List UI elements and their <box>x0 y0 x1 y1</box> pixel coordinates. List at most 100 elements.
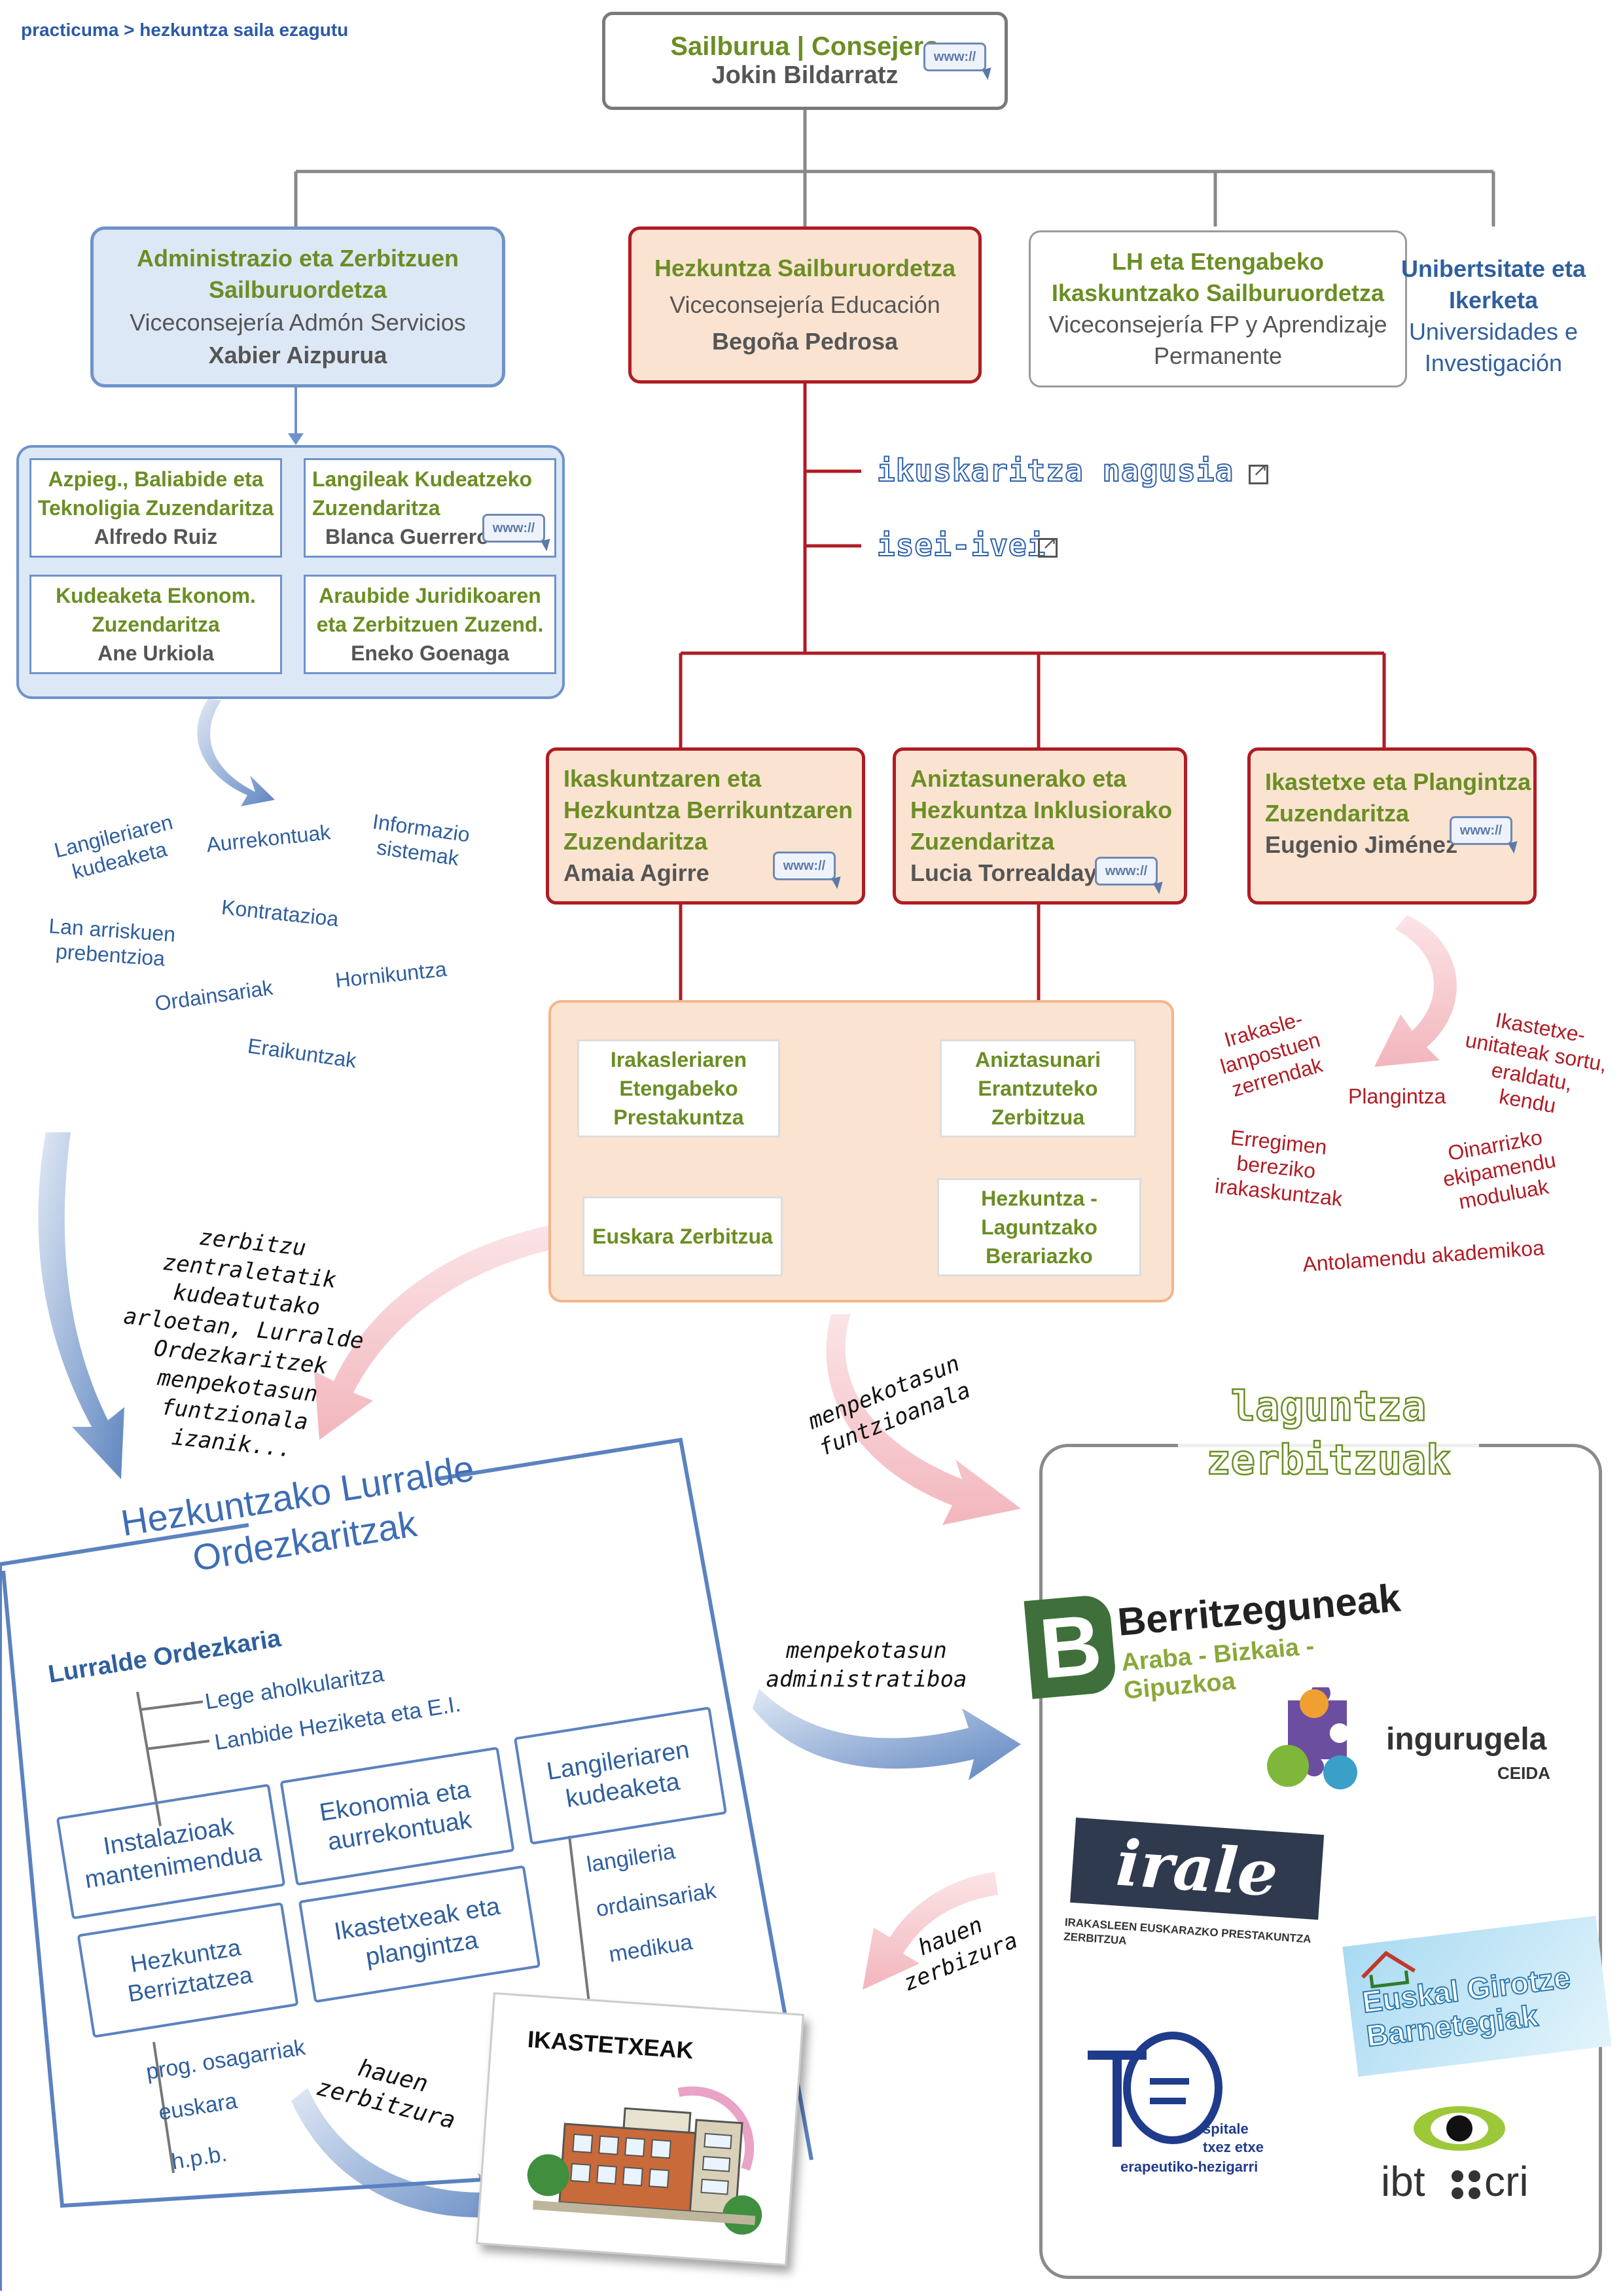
web-link-icon[interactable]: www:// <box>923 43 986 71</box>
lh-es-1: Viceconsejería FP y Aprendizaje <box>1048 311 1387 338</box>
irale-wordmark: irale <box>1070 1818 1325 1920</box>
irale-logo[interactable]: irale IRAKASLEEN EUSKARAZKO PRESTAKUNTZA… <box>1060 1817 1330 1979</box>
lh-title-2: Ikaskuntzako Sailburuordetza <box>1051 279 1385 306</box>
external-link-icon[interactable] <box>1249 459 1268 484</box>
service-4-line2: Laguntzako <box>981 1215 1097 1239</box>
edu-dir-1-name: Amaia Agirre <box>563 859 709 886</box>
web-link-icon[interactable]: www:// <box>1095 857 1158 886</box>
consejero-name: Jokin Bildarratz <box>711 62 899 89</box>
edu-dir-plangintza[interactable]: Ikastetxe eta Plangintza Zuzendaritza Eu… <box>1247 747 1537 905</box>
service-aniztasuna[interactable]: Aniztasunari Erantzuteko Zerbitzua <box>940 1039 1136 1138</box>
edu-dir-3-line1: Ikastetxe eta Plangintza <box>1265 768 1531 795</box>
service-3-label: Euskara Zerbitzua <box>592 1225 773 1248</box>
admin-dir-4-name: Eneko Goenaga <box>351 641 509 665</box>
uni-es-2: Investigación <box>1424 350 1563 376</box>
ingurugela-ceida: CEIDA <box>1497 1763 1550 1783</box>
plan-plangintza: Plangintza <box>1348 1085 1446 1108</box>
hez-name: Begoña Pedrosa <box>711 328 899 355</box>
note-zerbitzu-zentraletatik: zerbitzu zentraletatik kudeatutako arloe… <box>107 1215 378 1471</box>
edu-dir-1-line2: Hezkuntza Berrikuntzaren <box>563 797 853 823</box>
ote-logo[interactable]: spitale txez etxe erapeutiko-hezigarri <box>1081 2029 1284 2193</box>
euskal-girotze-logo[interactable]: Euskal Girotze Barnetegiak <box>1342 1915 1612 2077</box>
laguntza-title-1: laguntza <box>1230 1382 1427 1431</box>
lurralde-tree <box>136 1691 590 2174</box>
lurralde-box-label: Hezkuntza Berriztatzea <box>126 1933 255 2007</box>
service-hezkuntza-laguntzako[interactable]: Hezkuntza - Laguntzako Berariazko <box>937 1178 1141 1276</box>
admin-dir-3[interactable]: Kudeaketa Ekonom. Zuzendaritza Ane Urkio… <box>29 575 282 674</box>
breadcrumb[interactable]: practicuma > hezkuntza saila ezagutu <box>21 20 349 40</box>
admin-dir-3-name: Ane Urkiola <box>98 641 214 665</box>
admin-dir-2[interactable]: Langileak Kudeatzeko Zuzendaritza Blanca… <box>304 458 556 558</box>
edu-dir-2-line3: Zuzendaritza <box>910 828 1055 855</box>
admin-title-2: Sailburuordetza <box>208 276 387 303</box>
lh-title-1: LH eta Etengabeko <box>1111 248 1325 275</box>
top-connectors <box>294 110 1495 226</box>
admin-dir-4-line1: Araubide Juridikoaren <box>319 584 541 607</box>
service-2-line3: Zerbitzua <box>991 1105 1085 1129</box>
note-administratiboa: menpekotasun administratiboa <box>762 1636 971 1694</box>
uni-es-1: Universidades e <box>1408 318 1578 345</box>
web-link-icon[interactable]: www:// <box>773 852 836 880</box>
service-4-line1: Hezkuntza - <box>981 1187 1097 1210</box>
edu-dir-aniztasuna[interactable]: Aniztasunerako eta Hezkuntza Inklusiorak… <box>893 747 1187 905</box>
service-1-line1: Irakasleriaren <box>610 1048 747 1071</box>
eye-icon <box>1414 2106 1505 2151</box>
lurralde-frame <box>0 1437 813 2161</box>
admin-arrowhead <box>288 433 304 445</box>
admin-dir-4[interactable]: Araubide Juridikoaren eta Zerbitzuen Zuz… <box>304 575 556 674</box>
curve-arrow-hauen-zerbitzura <box>291 2088 524 2238</box>
service-euskara[interactable]: Euskara Zerbitzua <box>582 1196 783 1276</box>
uni-viceconsejeria[interactable]: Unibertsitate eta Ikerketa Universidades… <box>1401 247 1586 385</box>
ibt-dots-icon <box>1452 2170 1480 2199</box>
isei-link[interactable]: isei-ivei <box>876 527 1046 564</box>
lurralde-frame-left <box>0 1564 485 2291</box>
web-link-icon[interactable]: www:// <box>1450 816 1512 845</box>
admin-dir-2-line2: Zuzendaritza <box>312 496 440 520</box>
ote-emblem-icon <box>1088 2032 1222 2147</box>
lh-viceconsejeria-box[interactable]: LH eta Etengabeko Ikaskuntzako Sailburuo… <box>1029 230 1407 387</box>
note-line: administratiboa <box>766 1666 967 1693</box>
admin-dir-3-line2: Zuzendaritza <box>92 613 220 636</box>
edu-dir-ikaskuntza[interactable]: Ikaskuntzaren eta Hezkuntza Berrikuntzar… <box>546 747 865 905</box>
external-link-icon[interactable] <box>1038 532 1058 558</box>
ibt-cri-logo[interactable]: ibt cri <box>1374 2102 1544 2214</box>
hezkuntza-viceconsejeria-box[interactable]: Hezkuntza Sailburuordetza Viceconsejería… <box>628 226 982 384</box>
consejero-box[interactable]: Sailburua | Consejero Jokin Bildarratz w… <box>602 12 1008 110</box>
ikuskaritza-link[interactable]: ikuskaritza nagusia <box>876 452 1234 489</box>
hez-title: Hezkuntza Sailburuordetza <box>654 255 956 281</box>
curve-arrow-pink-plan <box>1374 915 1457 1067</box>
ote-line3: erapeutiko-hezigarri <box>1120 2159 1258 2175</box>
plan-erregimen: Erregimen bereziko irakaskuntzak <box>1213 1125 1344 1211</box>
admin-dir-2-line1: Langileak Kudeatzeko <box>312 467 533 491</box>
berritzeguneak-b: B <box>1024 1594 1118 1699</box>
admin-dir-2-name: Blanca Guerrero <box>325 525 490 548</box>
ingurugela-logo[interactable]: ingurugela CEIDA <box>1262 1687 1569 1805</box>
admin-dir-1-name: Alfredo Ruiz <box>94 525 218 548</box>
admin-dir-1-line1: Azpieg., Baliabide eta <box>48 467 264 491</box>
admin-dir-4-line2: eta Zerbitzuen Zuzend. <box>316 613 544 636</box>
edu-dir-3-name: Eugenio Jiménez <box>1265 831 1458 858</box>
ibt-text: ibt <box>1381 2158 1425 2205</box>
irale-sub: IRAKASLEEN EUSKARAZKO PRESTAKUNTZA ZERBI… <box>1063 1916 1311 1947</box>
admin-viceconsejeria-box[interactable]: Administrazio eta Zerbitzuen Sailburuord… <box>90 226 505 387</box>
curve-arrow-pink-hauen <box>863 1872 998 1990</box>
admin-dir-1-line2: Teknoligia Zuzendaritza <box>37 496 274 520</box>
ingurugela-name: ingurugela <box>1386 1722 1547 1757</box>
service-1-line3: Prestakuntza <box>613 1105 744 1129</box>
admin-dir-3-line1: Kudeaketa Ekonom. <box>56 584 256 607</box>
edu-dir-2-line2: Hezkuntza Inklusiorako <box>910 797 1173 823</box>
ikastetxeak-card[interactable]: IKASTETXEAK <box>476 1992 804 2267</box>
lurralde-box-label: Ekonomia eta aurrekontuak <box>317 1776 474 1856</box>
service-irakasleria[interactable]: Irakasleriaren Etengabeko Prestakuntza <box>577 1039 780 1138</box>
hez-es: Viceconsejería Educación <box>669 291 940 318</box>
edu-dir-3-line2: Zuzendaritza <box>1265 800 1410 827</box>
uni-title-2: Ikerketa <box>1448 287 1539 314</box>
service-2-line1: Aniztasunari <box>974 1048 1101 1071</box>
admin-es: Viceconsejería Admón Servicios <box>130 309 466 336</box>
admin-name: Xabier Aizpurua <box>208 342 387 368</box>
admin-dir-1[interactable]: Azpieg., Baliabide eta Teknoligia Zuzend… <box>29 458 282 558</box>
web-link-icon[interactable]: www:// <box>482 514 545 543</box>
consejero-title: Sailburua | Consejero <box>670 32 940 61</box>
puzzle-icon <box>1267 1687 1357 1789</box>
